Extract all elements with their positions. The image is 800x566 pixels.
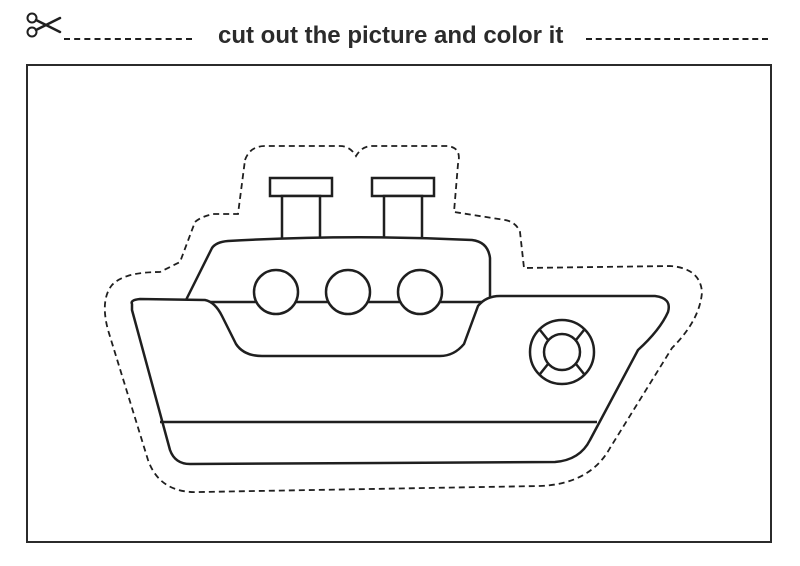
worksheet-header: cut out the picture and color it xyxy=(0,0,800,60)
life-ring-icon xyxy=(528,318,596,386)
smokestack-left xyxy=(280,194,322,244)
smokestack-right xyxy=(382,194,424,244)
dashed-cut-outline xyxy=(103,145,703,493)
instruction-title: cut out the picture and color it xyxy=(218,22,564,49)
porthole-3 xyxy=(396,268,444,316)
smokestack-cap-right xyxy=(370,176,436,198)
cut-line-right xyxy=(586,38,768,40)
scissors-icon xyxy=(26,12,62,38)
smokestack-cap-left xyxy=(268,176,334,198)
cut-line-left xyxy=(64,38,192,40)
coloring-card-frame xyxy=(26,64,772,543)
porthole-1 xyxy=(252,268,300,316)
ship-hull xyxy=(130,294,670,466)
porthole-2 xyxy=(324,268,372,316)
